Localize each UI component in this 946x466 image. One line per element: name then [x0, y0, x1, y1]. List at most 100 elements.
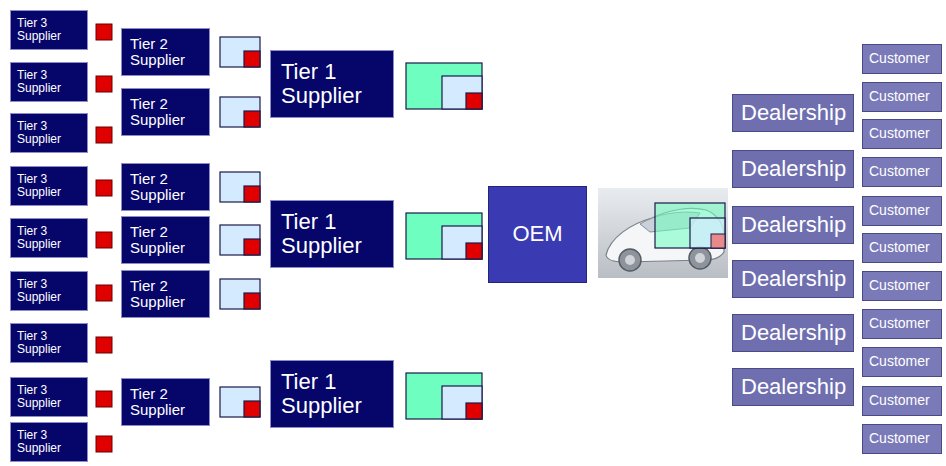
node-label: Tier 3 Supplier [17, 69, 81, 95]
customer-box: Customer [862, 196, 942, 226]
node-label: Customer [869, 164, 930, 179]
module-box [406, 373, 482, 419]
node-label: Customer [869, 51, 930, 66]
customer-box: Customer [862, 386, 942, 416]
node-label: Customer [869, 316, 930, 331]
customer-box: Customer [862, 44, 942, 74]
customer-box: Customer [862, 424, 942, 454]
dealership-box: Dealership [732, 206, 854, 244]
part-square [96, 285, 112, 301]
part-square [96, 76, 112, 92]
supplier-box: Tier 1 Supplier [270, 50, 394, 118]
subassembly-box [220, 97, 260, 127]
customer-box: Customer [862, 271, 942, 301]
node-label: Tier 1 Supplier [281, 60, 383, 108]
node-label: Customer [869, 354, 930, 369]
module-box [406, 63, 482, 109]
part-square [244, 186, 260, 202]
node-label: Customer [869, 203, 930, 218]
subassembly-box [442, 386, 482, 419]
node-label: Tier 2 Supplier [130, 386, 201, 419]
customer-box: Customer [862, 157, 942, 187]
part-square [96, 436, 112, 452]
car-wheel [689, 247, 711, 269]
node-label: Customer [869, 89, 930, 104]
part-square [244, 401, 260, 417]
subassembly-box [220, 279, 260, 309]
node-label: Tier 1 Supplier [281, 210, 383, 258]
subassembly-box [442, 226, 482, 259]
node-label: Tier 2 Supplier [130, 224, 201, 257]
part-square [244, 111, 260, 127]
supplier-box: Tier 3 Supplier [10, 377, 88, 417]
part-square [96, 127, 112, 143]
subassembly-box [690, 218, 725, 248]
module-box [406, 213, 482, 259]
supplier-box: Tier 2 Supplier [121, 88, 210, 136]
supplier-box: Tier 3 Supplier [10, 62, 88, 102]
part-square [96, 232, 112, 248]
node-label: Tier 2 Supplier [130, 96, 201, 129]
node-label: Tier 3 Supplier [17, 120, 81, 146]
subassembly-icons [220, 37, 260, 417]
part-square [96, 337, 112, 353]
node-label: Dealership [741, 321, 846, 345]
supplier-box: Tier 1 Supplier [270, 200, 394, 268]
car-hub [695, 253, 705, 263]
supplier-box: Tier 3 Supplier [10, 10, 88, 50]
customer-box: Customer [862, 309, 942, 339]
part-square [466, 93, 482, 109]
module-box [655, 203, 725, 248]
part-square [96, 391, 112, 407]
part-square [244, 239, 260, 255]
node-label: Dealership [741, 101, 846, 125]
supplier-box: Tier 2 Supplier [121, 378, 210, 426]
subassembly-box [220, 225, 260, 255]
supplier-box: Tier 3 Supplier [10, 113, 88, 153]
part-square [711, 234, 725, 248]
node-label: Customer [869, 431, 930, 446]
part-square [466, 403, 482, 419]
node-label: Dealership [741, 157, 846, 181]
subassembly-box [220, 37, 260, 67]
subassembly-box [220, 387, 260, 417]
part-square [96, 180, 112, 196]
subassembly-box [442, 76, 482, 109]
dealership-box: Dealership [732, 368, 854, 406]
supplier-box: Tier 3 Supplier [10, 422, 88, 462]
part-squares [96, 24, 112, 452]
node-label: OEM [512, 222, 562, 246]
node-label: Customer [869, 278, 930, 293]
node-label: Dealership [741, 375, 846, 399]
node-label: Tier 1 Supplier [281, 370, 383, 418]
node-label: Tier 3 Supplier [17, 384, 81, 410]
node-label: Tier 3 Supplier [17, 17, 81, 43]
node-label: Customer [869, 126, 930, 141]
node-label: Customer [869, 393, 930, 408]
dealership-box: Dealership [732, 150, 854, 188]
part-square [466, 243, 482, 259]
node-label: Tier 3 Supplier [17, 330, 81, 356]
node-label: Customer [869, 240, 930, 255]
car-hub [625, 255, 635, 265]
customer-box: Customer [862, 82, 942, 112]
node-label: Tier 2 Supplier [130, 278, 201, 311]
node-label: Tier 3 Supplier [17, 429, 81, 455]
supplier-box: Tier 3 Supplier [10, 323, 88, 363]
car-illustration [598, 188, 728, 278]
dealership-box: Dealership [732, 314, 854, 352]
part-square [244, 293, 260, 309]
module-icons [406, 63, 482, 419]
supplier-box: Tier 3 Supplier [10, 218, 88, 258]
car-wheel [619, 249, 641, 271]
supplier-box: Tier 3 Supplier [10, 166, 88, 206]
subassembly-box [220, 172, 260, 202]
dealership-box: Dealership [732, 260, 854, 298]
customer-box: Customer [862, 347, 942, 377]
dealership-box: Dealership [732, 94, 854, 132]
node-label: Dealership [741, 267, 846, 291]
customer-box: Customer [862, 233, 942, 263]
oem-box: OEM [488, 186, 587, 283]
node-label: Tier 2 Supplier [130, 36, 201, 69]
